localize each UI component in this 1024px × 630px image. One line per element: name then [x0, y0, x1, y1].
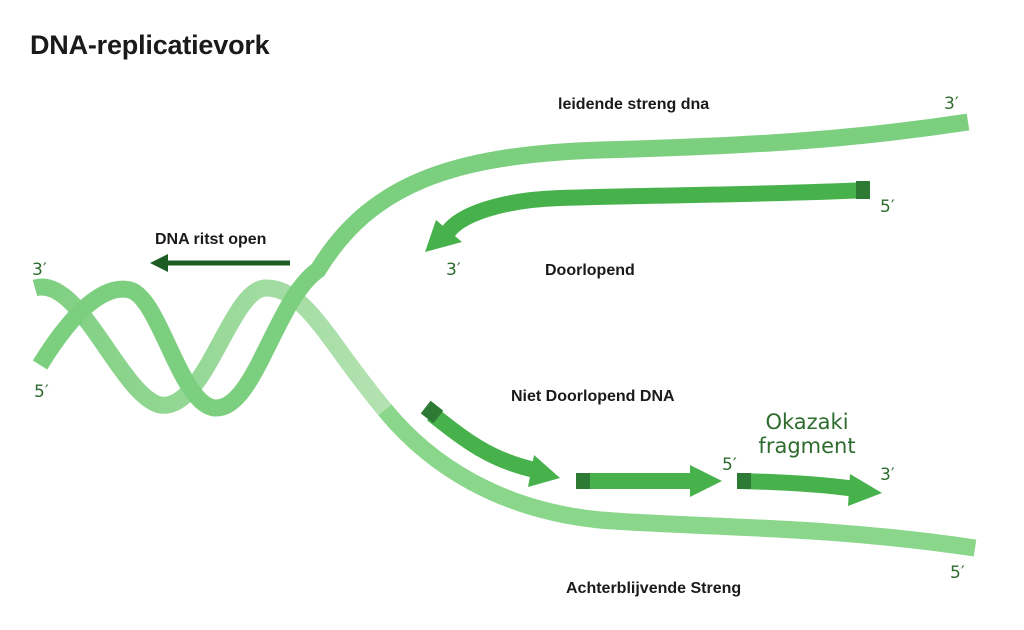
okazaki-fragment-3-cap — [737, 473, 751, 489]
leading-strand-label: leidende streng dna — [558, 96, 710, 113]
okazaki-fragment-3 — [739, 473, 857, 497]
continuous-start-cap — [856, 181, 870, 199]
continuous-5prime: 5′ — [880, 197, 895, 217]
helix-3prime: 3′ — [32, 260, 47, 280]
unzip-label: DNA ritst open — [155, 231, 267, 248]
okazaki-fragment-2-arrowhead — [690, 465, 722, 497]
okazaki-3prime: 3′ — [880, 465, 895, 485]
continuous-arrowhead — [425, 220, 462, 252]
okazaki-5prime: 5′ — [722, 455, 737, 475]
helix-front-strand — [32, 113, 970, 417]
okazaki-fragment-label: Okazaki fragment — [742, 410, 872, 458]
okazaki-fragment-1-arrowhead — [528, 455, 560, 487]
okazaki-fragment-1-cap — [420, 400, 444, 424]
okazaki-label-line2: fragment — [758, 434, 856, 458]
okazaki-fragment-2-cap — [576, 473, 590, 489]
okazaki-label-line1: Okazaki — [765, 410, 849, 434]
continuous-3prime: 3′ — [446, 260, 461, 280]
unzip-arrowhead — [150, 254, 168, 272]
continuous-label: Doorlopend — [545, 262, 635, 279]
top-strand-3prime: 3′ — [944, 94, 959, 114]
okazaki-fragment-3-arrowhead — [848, 474, 882, 506]
continuous-new-strand — [441, 182, 869, 238]
bottom-strand-5prime: 5′ — [950, 563, 965, 583]
helix-5prime: 5′ — [34, 382, 49, 402]
okazaki-fragment-2 — [578, 473, 693, 489]
okazaki-fragment-1 — [427, 407, 537, 478]
discontinuous-label: Niet Doorlopend DNA — [511, 388, 675, 405]
diagram-title: DNA-replicatievork — [30, 30, 270, 60]
lagging-template-strand — [378, 404, 977, 557]
lagging-strand-label: Achterblijvende Streng — [566, 580, 742, 597]
